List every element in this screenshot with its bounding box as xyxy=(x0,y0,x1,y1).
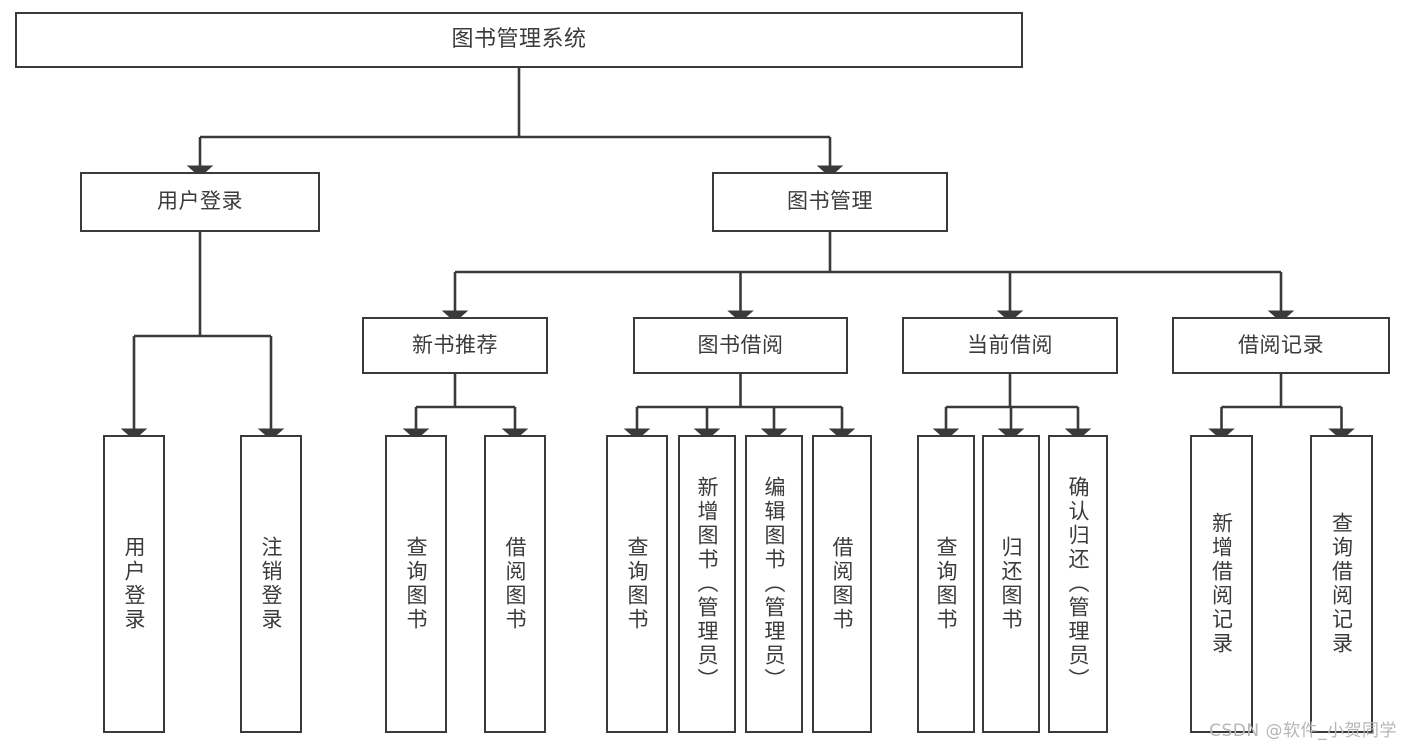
node-label: 查询图书 xyxy=(934,536,959,632)
node-leaf-add-book[interactable]: 新增图书（管理员） xyxy=(678,435,736,733)
node-leaf-borrow-book-2[interactable]: 借阅图书 xyxy=(812,435,872,733)
node-leaf-user-login[interactable]: 用户登录 xyxy=(103,435,165,733)
node-label: 借阅图书 xyxy=(830,536,855,632)
node-label: 新书推荐 xyxy=(412,332,498,357)
node-book-manage[interactable]: 图书管理 xyxy=(712,172,948,232)
node-label: 查询图书 xyxy=(404,536,429,632)
node-label: 新增图书（管理员） xyxy=(695,476,720,692)
node-label: 当前借阅 xyxy=(967,332,1053,357)
node-borrow-record[interactable]: 借阅记录 xyxy=(1172,317,1390,374)
node-label: 查询图书 xyxy=(625,536,650,632)
node-label: 查询借阅记录 xyxy=(1329,512,1354,656)
node-leaf-query-book-3[interactable]: 查询图书 xyxy=(917,435,975,733)
node-leaf-query-book-1[interactable]: 查询图书 xyxy=(385,435,447,733)
node-leaf-add-record[interactable]: 新增借阅记录 xyxy=(1190,435,1253,733)
node-label: 图书借阅 xyxy=(697,332,784,357)
node-label: 确认归还（管理员） xyxy=(1066,476,1091,692)
node-leaf-query-record[interactable]: 查询借阅记录 xyxy=(1310,435,1373,733)
node-leaf-user-logout[interactable]: 注销登录 xyxy=(240,435,302,733)
watermark-credit: CSDN @软件_小贺同学 xyxy=(1209,721,1397,741)
node-leaf-borrow-book-1[interactable]: 借阅图书 xyxy=(484,435,546,733)
node-label: 借阅记录 xyxy=(1238,332,1324,357)
node-leaf-confirm-return[interactable]: 确认归还（管理员） xyxy=(1048,435,1108,733)
node-label: 借阅图书 xyxy=(503,536,528,632)
node-new-book-rec[interactable]: 新书推荐 xyxy=(362,317,548,374)
node-label: 注销登录 xyxy=(259,536,284,632)
node-root[interactable]: 图书管理系统 xyxy=(15,12,1023,68)
node-leaf-return-book[interactable]: 归还图书 xyxy=(982,435,1040,733)
node-label: 用户登录 xyxy=(157,189,243,214)
node-label: 新增借阅记录 xyxy=(1209,512,1234,656)
node-user-login[interactable]: 用户登录 xyxy=(80,172,320,232)
node-book-borrow[interactable]: 图书借阅 xyxy=(633,317,848,374)
node-label: 用户登录 xyxy=(122,536,147,632)
node-leaf-query-book-2[interactable]: 查询图书 xyxy=(606,435,668,733)
node-leaf-edit-book[interactable]: 编辑图书（管理员） xyxy=(745,435,803,733)
node-label: 归还图书 xyxy=(999,536,1024,632)
node-label: 编辑图书（管理员） xyxy=(762,476,787,692)
node-label: 图书管理系统 xyxy=(451,26,587,52)
node-label: 图书管理 xyxy=(787,189,873,214)
node-current-borrow[interactable]: 当前借阅 xyxy=(902,317,1118,374)
